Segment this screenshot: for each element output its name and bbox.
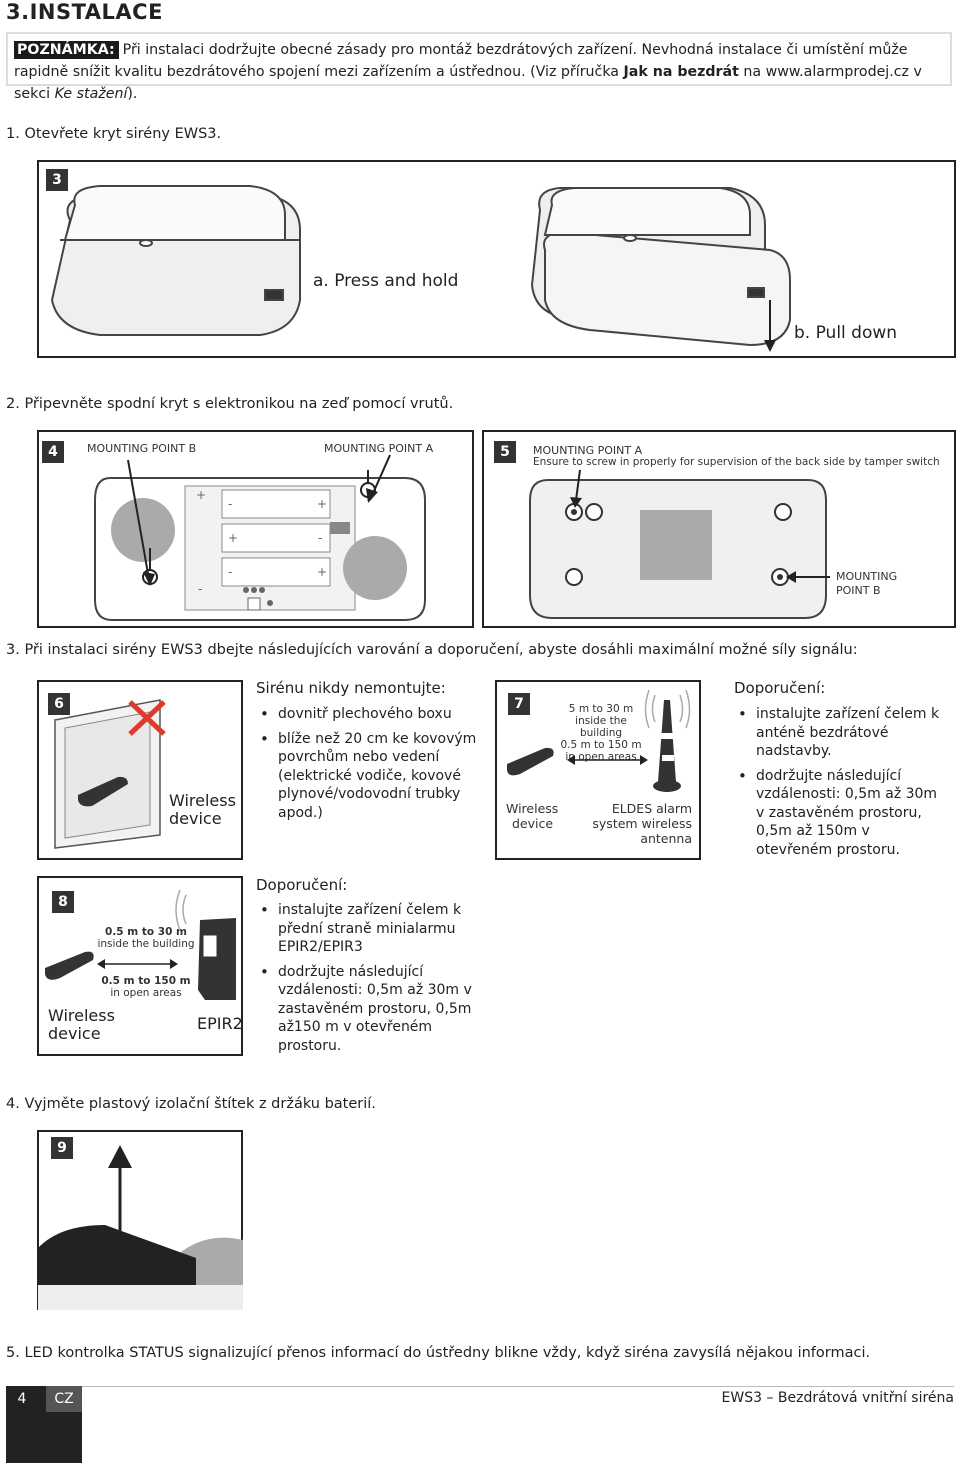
fig6-label-2: device — [169, 809, 222, 828]
fig8-distance-2: 0.5 m to 150 m in open areas — [101, 975, 191, 999]
warn-item: blíže než 20 cm ke kovovým povrchům nebo… — [256, 730, 481, 823]
rec1-item: dodržujte následující vzdálenosti: 0,5m … — [734, 767, 948, 860]
fig4-plus-4: + — [317, 565, 328, 579]
figure-4-panel — [37, 430, 474, 628]
fig8-distance-1: 0.5 m to 30 m inside the building — [97, 926, 195, 950]
step-3: 3. Při instalaci sirény EWS3 dbejte násl… — [6, 642, 858, 658]
fig8-epir: EPIR2 — [197, 1014, 243, 1033]
fig7-distance: 5 m to 30 m inside the building 0.5 m to… — [560, 703, 642, 763]
section-title: 3.INSTALACE — [6, 0, 163, 24]
fig4-minus-2: - — [318, 531, 323, 545]
fig4-minus-1: - — [228, 497, 233, 511]
note-label: POZNÁMKA: — [14, 41, 119, 59]
rec2-item: dodržujte následující vzdálenosti: 0,5m … — [256, 963, 476, 1056]
fig5-note: Ensure to screw in properly for supervis… — [533, 456, 940, 468]
fig7-device-2: device — [512, 816, 554, 831]
footer-page-number: 4 — [17, 1391, 27, 1407]
note-box — [6, 32, 952, 86]
rec2-title: Doporučení: — [256, 876, 348, 894]
fig4-plus-2: + — [317, 497, 328, 511]
fig8-device-2: device — [48, 1024, 101, 1043]
fig4-plus-3: + — [228, 531, 239, 545]
figure-6-badge: 6 — [48, 693, 70, 715]
rec1-list: instalujte zařízení čelem k anténě bezdr… — [734, 705, 948, 865]
warn-title: Sirénu nikdy nemontujte: — [256, 679, 446, 697]
fig4-minus-3: - — [228, 565, 233, 579]
warn-item: dovnitř plechového boxu — [256, 705, 481, 724]
rec2-list: instalujte zařízení čelem k přední stran… — [256, 901, 476, 1061]
figure-7-badge: 7 — [508, 693, 530, 715]
fig5-mounting-point-b-2: POINT B — [836, 584, 881, 597]
fig7-device-1: Wireless — [506, 801, 559, 816]
figure-8-badge: 8 — [52, 891, 74, 913]
rec1-item: instalujte zařízení čelem k anténě bezdr… — [734, 705, 948, 761]
fig7-antenna-label: ELDES alarm system wireless antenna — [592, 801, 692, 846]
rec2-item: instalujte zařízení čelem k přední stran… — [256, 901, 476, 957]
note-text: POZNÁMKA:Při instalaci dodržujte obecné … — [14, 41, 922, 102]
step-4: 4. Vyjměte plastový izolační štítek z dr… — [6, 1096, 376, 1112]
figure-9-badge: 9 — [51, 1137, 73, 1159]
figure-5-badge: 5 — [494, 441, 516, 463]
step-1: 1. Otevřete kryt sirény EWS3. — [6, 126, 222, 142]
fig5-mounting-point-a: MOUNTING POINT A — [533, 444, 643, 457]
fig4-minus-4: - — [198, 582, 203, 596]
fig4-mounting-point-a: MOUNTING POINT A — [324, 442, 434, 455]
footer-line — [82, 1386, 954, 1387]
fig6-label-1: Wireless — [169, 791, 236, 810]
figure-4-badge: 4 — [42, 441, 64, 463]
footer-language: CZ — [46, 1386, 82, 1412]
press-label: a. Press and hold — [313, 271, 459, 291]
fig4-plus-1: + — [196, 488, 207, 502]
footer-title: EWS3 – Bezdrátová vnitřní siréna — [721, 1390, 955, 1406]
fig5-mounting-point-b-1: MOUNTING — [836, 570, 898, 583]
step-5: 5. LED kontrolka STATUS signalizující př… — [6, 1345, 871, 1361]
step-2: 2. Připevněte spodní kryt s elektronikou… — [6, 396, 454, 412]
fig4-mounting-point-b: MOUNTING POINT B — [87, 442, 197, 455]
pull-label: b. Pull down — [794, 323, 898, 343]
fig8-device-1: Wireless — [48, 1006, 115, 1025]
warn-list: dovnitř plechového boxu blíže než 20 cm … — [256, 705, 481, 828]
rec1-title: Doporučení: — [734, 679, 826, 697]
figure-3-badge: 3 — [46, 169, 68, 191]
